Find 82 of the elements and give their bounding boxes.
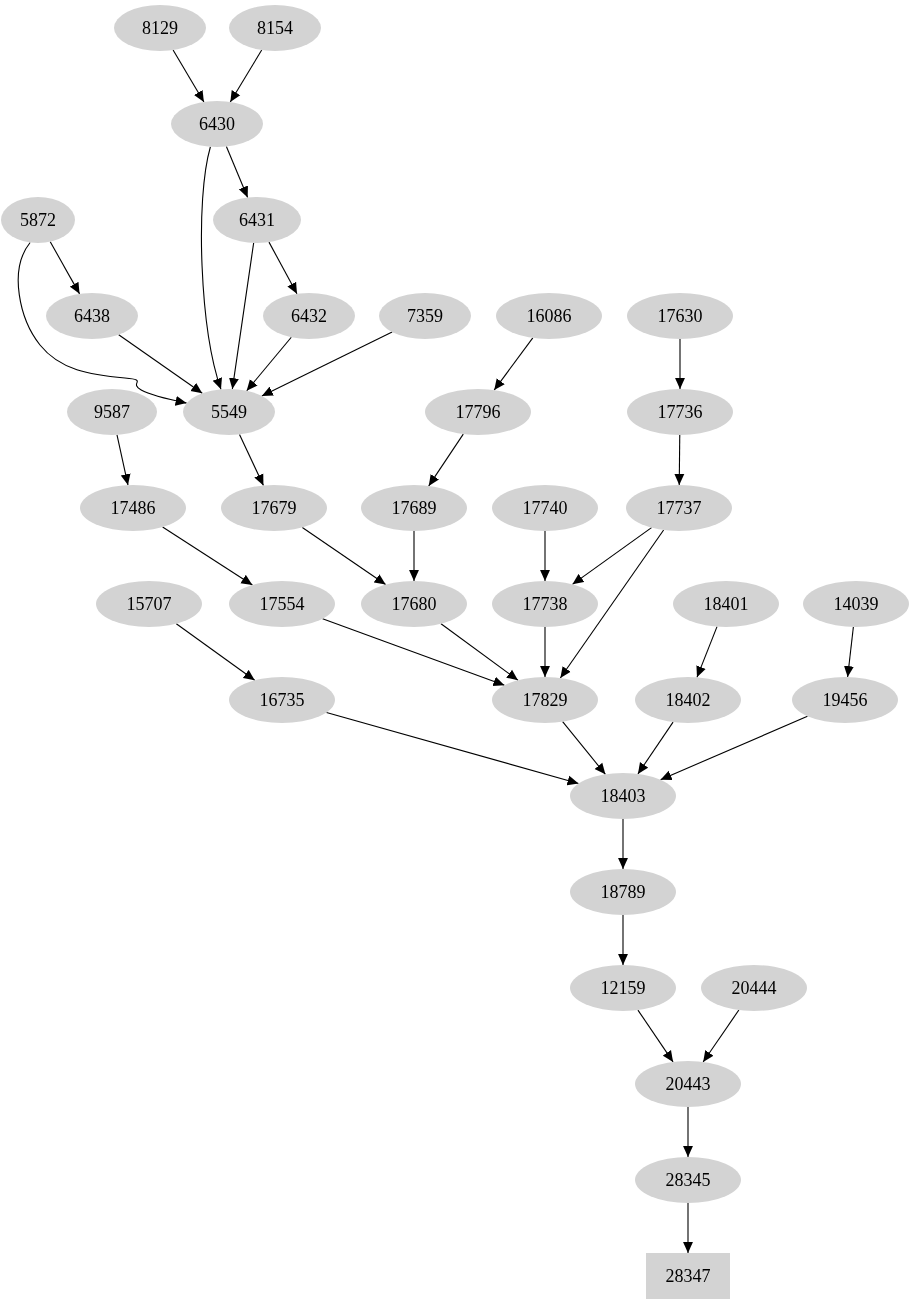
node-label: 28347 [665,1265,711,1287]
node-label: 8129 [142,17,178,39]
node-label: 15707 [126,593,172,615]
arrow [301,526,387,586]
arrow [683,1202,693,1254]
arrow [674,434,685,486]
arrow [225,145,249,199]
graph-node-ellipse [183,389,275,435]
node-label: 17689 [391,497,437,519]
arrow [440,623,519,681]
arrow [618,818,628,870]
node-label: 18403 [600,785,646,807]
graph-node-ellipse [492,677,598,723]
arrow [540,626,550,678]
arrow [493,337,534,391]
node-label: 17554 [259,593,305,615]
graph-node-ellipse [492,581,598,627]
node-label: 6432 [291,305,327,327]
node-label: 18402 [665,689,711,711]
arrow [562,721,606,775]
arrow [683,1106,693,1158]
node-label: 8154 [257,17,293,39]
node-label: 17630 [657,305,703,327]
node-label: 17829 [522,689,568,711]
node-label: 14039 [833,593,879,615]
node-label: 20443 [665,1073,711,1095]
node-label: 28345 [665,1169,711,1191]
arrow [559,529,665,679]
node-label: 5872 [20,209,56,231]
arrow [17,241,188,406]
arrow [637,1009,674,1063]
arrow [843,626,854,678]
node-label: 6431 [239,209,275,231]
arrow [571,527,653,585]
arrow [675,338,685,390]
arrow [540,530,550,582]
node-label: 18789 [600,881,646,903]
node-label: 5549 [211,401,247,423]
node-label: 6438 [74,305,110,327]
arrow [172,49,205,103]
arrow [261,331,393,397]
node-label: 16735 [259,689,305,711]
arrow [637,721,674,775]
graph-node-ellipse [1,197,75,243]
node-label: 9587 [94,401,130,423]
node-label: 17680 [391,593,437,615]
arrow [618,914,628,966]
node-label: 17740 [522,497,568,519]
node-label: 17486 [110,497,156,519]
arrow [238,433,264,486]
arrow [246,336,292,392]
arrow [696,626,718,678]
arrow [162,526,253,586]
graph-node-ellipse [570,773,676,819]
node-label: 12159 [600,977,646,999]
arrow [660,715,808,781]
node-label: 20444 [731,977,777,999]
node-label: 17738 [522,593,568,615]
arrow [49,241,81,295]
arrow [229,49,263,103]
arrow [325,711,580,786]
node-label: 6430 [199,113,235,135]
arrow [229,242,255,390]
arrow [118,334,203,394]
graph-node-ellipse [229,581,335,627]
arrow [200,146,223,390]
arrow [322,618,505,687]
arrow [428,433,464,487]
node-label: 19456 [822,689,868,711]
arrow [175,623,256,681]
node-label: 17679 [251,497,297,519]
node-label: 17737 [656,497,702,519]
node-label: 18401 [703,593,749,615]
node-label: 17796 [455,401,501,423]
node-label: 16086 [526,305,572,327]
arrow [702,1009,740,1063]
graph-node-box [646,1253,730,1299]
node-label: 7359 [407,305,443,327]
arrow [268,241,298,295]
arrow [116,434,131,486]
arrow [409,530,419,582]
node-label: 17736 [657,401,703,423]
